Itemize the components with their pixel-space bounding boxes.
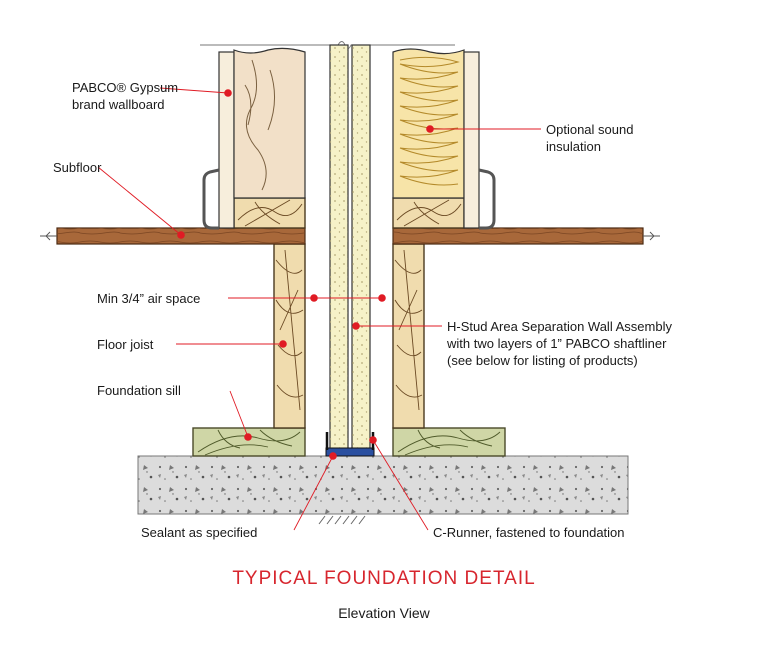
- callout-dot-insulation: [426, 125, 434, 133]
- right-bracket: [478, 168, 496, 230]
- right-wallboard: [463, 51, 480, 229]
- callout-dot-joist: [279, 340, 287, 348]
- label-sealant: Sealant as specified: [141, 525, 258, 540]
- label-wallboard: PABCO® Gypsum brand wallboard: [72, 79, 178, 113]
- right-floor-joist: [392, 243, 425, 429]
- leader-lines: [97, 87, 541, 531]
- callout-dot-sealant: [329, 452, 337, 460]
- left-bracket: [202, 168, 220, 230]
- concrete-foundation: [137, 455, 629, 525]
- drawing-subtitle: Elevation View: [338, 605, 430, 621]
- label-hstud-assembly: H-Stud Area Separation Wall Assembly wit…: [447, 318, 672, 369]
- label-hstud-line2: with two layers of 1” PABCO shaftliner: [447, 336, 667, 351]
- callout-dot-airspace-right: [378, 294, 386, 302]
- callout-dot-wallboard: [224, 89, 232, 97]
- right-subfloor: [392, 227, 660, 245]
- right-bottom-plate: [392, 197, 465, 229]
- label-wallboard-line1: PABCO® Gypsum: [72, 80, 179, 95]
- label-c-runner: C-Runner, fastened to foundation: [433, 525, 625, 540]
- right-foundation-sill: [392, 427, 506, 457]
- label-insulation-line2: insulation: [546, 139, 601, 154]
- callout-dot-hstud: [352, 322, 360, 330]
- label-wallboard-line2: brand wallboard: [72, 97, 165, 112]
- label-floor-joist: Floor joist: [97, 337, 154, 352]
- right-insulation-cavity: [392, 48, 465, 199]
- label-subfloor: Subfloor: [53, 160, 102, 175]
- left-bottom-plate: [233, 197, 306, 229]
- left-subfloor: [40, 227, 306, 245]
- callout-dot-subfloor: [177, 231, 185, 239]
- label-hstud-line1: H-Stud Area Separation Wall Assembly: [447, 319, 672, 334]
- label-air-space: Min 3/4” air space: [97, 291, 201, 306]
- label-hstud-line3: (see below for listing of products): [447, 353, 638, 368]
- label-insulation-line1: Optional sound: [546, 122, 634, 137]
- label-insulation: Optional sound insulation: [546, 121, 633, 155]
- shaftliner-assembly: [329, 44, 371, 451]
- left-wall-stud: [233, 47, 306, 199]
- callout-dot-airspace-left: [310, 294, 318, 302]
- left-foundation-sill: [192, 427, 306, 457]
- left-floor-joist: [273, 243, 306, 429]
- left-wallboard: [218, 51, 235, 229]
- callout-dots: [177, 89, 434, 460]
- top-break-line: [200, 41, 455, 49]
- callout-dot-sill: [244, 433, 252, 441]
- label-foundation-sill: Foundation sill: [97, 383, 181, 398]
- drawing-title: TYPICAL FOUNDATION DETAIL: [232, 568, 536, 589]
- callout-dot-crunner: [369, 436, 377, 444]
